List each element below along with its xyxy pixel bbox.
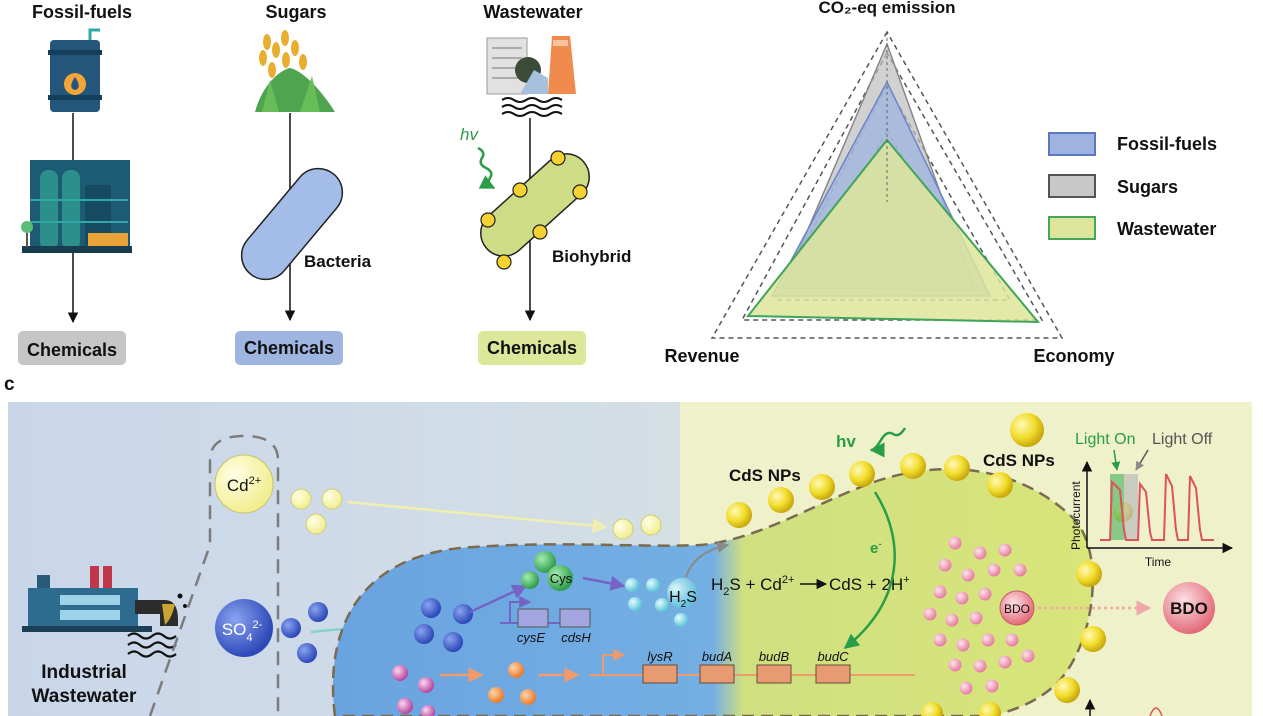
chemicals-box-sugars — [235, 331, 343, 365]
cds-nps-label-1: CdS NPs — [729, 466, 801, 485]
light-label-c: hv — [836, 432, 856, 451]
wheat-plant-icon — [255, 30, 335, 112]
gene-box-cdsH — [559, 608, 591, 628]
chemicals-box-wastewater — [478, 331, 586, 365]
cys-label: Cys — [550, 571, 573, 586]
gene-box-budA — [699, 664, 735, 684]
source-label-line1: Industrial — [41, 662, 127, 683]
cds-nanoparticles — [726, 413, 1133, 716]
route-title-fossil: Fossil-fuels — [32, 2, 132, 22]
radar-legend: Fossil-fuels Sugars Wastewater — [1048, 132, 1217, 240]
cys-molecule — [521, 551, 573, 591]
legend-swatch-wastewater — [1048, 216, 1096, 240]
radar-axis-left: Revenue — [664, 346, 739, 366]
chemicals-box-fossil — [18, 331, 126, 365]
output-label-sugars: Chemicals — [244, 338, 334, 358]
bdo-product-label: BDO — [1170, 599, 1208, 618]
inset-xlabel: Time — [1145, 555, 1172, 569]
radar-series-wastewater — [745, 138, 1041, 324]
bdo-product — [1163, 582, 1215, 634]
inset-light-on: Light On — [1075, 431, 1135, 448]
radar-chart: CO₂-eq emission Revenue Economy Fossil-f… — [664, 0, 1217, 366]
h2s-label: H2S — [669, 589, 697, 610]
panel-a: Fossil-fuels Chemicals Sugars — [18, 2, 631, 365]
output-label-fossil: Chemicals — [27, 340, 117, 360]
gene-label-cdsH: cdsH — [561, 630, 591, 645]
output-label-wastewater: Chemicals — [487, 338, 577, 358]
intermediate-label-biohybrid: Biohybrid — [552, 247, 631, 266]
biohybrid-icon — [480, 150, 590, 270]
cell-body — [331, 467, 1094, 716]
inset-light-off: Light Off — [1152, 431, 1213, 448]
panel-label-c: c — [4, 374, 15, 395]
gene-box-lysR — [642, 664, 678, 684]
legend-swatch-fossil — [1048, 132, 1096, 156]
bdo-inside-label: BDO — [1004, 602, 1030, 616]
cd-ion-label: Cd2+ — [227, 475, 261, 495]
gene-box-budB — [756, 664, 792, 684]
light-wave-icon — [477, 146, 496, 190]
gene-label-budB: budB — [759, 649, 790, 664]
intermediate-label-bacteria: Bacteria — [304, 252, 372, 271]
light-label-a: hv — [460, 125, 479, 144]
radar-axis-top: CO₂-eq emission — [819, 0, 956, 17]
source-label-line2: Wastewater — [32, 686, 137, 707]
bdo-inside — [999, 590, 1035, 626]
wastewater-plant-icon — [486, 36, 576, 117]
inset-ylabel: Photocurrent — [1069, 481, 1083, 550]
industrial-plant-icon — [22, 566, 187, 658]
gene-label-budC: budC — [817, 649, 849, 664]
reaction-product: CdS + 2H+ — [829, 574, 910, 594]
oil-barrel-icon — [48, 28, 102, 112]
so4-ion — [215, 599, 273, 657]
zoom-callout — [148, 434, 280, 716]
gene-label-budA: budA — [702, 649, 732, 664]
gene-label-cysE: cysE — [517, 630, 546, 645]
route-title-sugars: Sugars — [265, 2, 326, 22]
reaction-equation: H2S + Cd2+ — [711, 574, 794, 598]
gene-box-cysE — [517, 608, 549, 628]
electron-arrow — [843, 491, 896, 649]
so4-ion-label: SO42- — [222, 619, 263, 644]
photocurrent-inset — [1081, 449, 1234, 554]
gene-label-lysR: lysR — [647, 649, 672, 664]
factory-icon — [21, 160, 132, 253]
light-wave-icon-c — [869, 427, 907, 458]
cd-ion — [214, 454, 274, 514]
legend-label-fossil: Fossil-fuels — [1117, 134, 1217, 154]
cds-nps-label-2: CdS NPs — [983, 451, 1055, 470]
legend-label-sugars: Sugars — [1117, 177, 1178, 197]
radar-axis-right: Economy — [1033, 346, 1114, 366]
route-title-wastewater: Wastewater — [483, 2, 582, 22]
electron-label: e- — [870, 539, 882, 557]
panel-c: Industrial Wastewater Cd2+ SO42- — [8, 402, 1252, 716]
legend-label-wastewater: Wastewater — [1117, 219, 1216, 239]
gene-box-budC — [815, 664, 851, 684]
legend-swatch-sugars — [1048, 174, 1096, 198]
bacteria-icon — [240, 167, 344, 281]
